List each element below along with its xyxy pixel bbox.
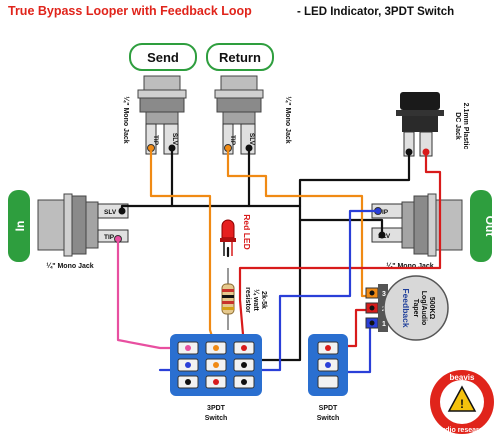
send-tip-label: TIP [152, 135, 159, 146]
send-jack: TIP SLV ¼" Mono Jack [122, 75, 187, 155]
threepdt-label-2: Switch [205, 415, 228, 422]
return-pill: Return [206, 43, 274, 71]
pot-lug-1: 1 [382, 321, 386, 328]
in-slv-label: SLV [104, 209, 117, 216]
resistor: 2k-5k ¼ watt resistor [221, 268, 267, 330]
wire-input-tip [116, 237, 188, 350]
resistor-label-2: ¼ watt [252, 289, 260, 311]
brand-seal: ! beavis audio research [430, 370, 494, 434]
send-jack-label: ¼" Mono Jack [122, 96, 130, 143]
out-label: Out [483, 216, 497, 237]
brand-warning-icon: ! [460, 397, 464, 411]
return-jack-label: ¼" Mono Jack [284, 96, 292, 143]
wire-ground-send [120, 146, 174, 213]
led: Red LED [220, 214, 252, 256]
out-jack: TIP SLV ¼" Mono Jack [371, 193, 463, 270]
diagram-title: True Bypass Looper with Feedback Loop [8, 4, 252, 18]
dc-jack: 2.1mm Plastic DC Jack [396, 92, 469, 157]
led-label: Red LED [242, 214, 252, 249]
in-label: In [13, 221, 27, 232]
send-slv-label: SLV [171, 133, 178, 146]
send-label: Send [147, 50, 179, 65]
out-tab: Out [470, 190, 497, 262]
in-tab: In [8, 190, 30, 262]
in-jack-label: ¼" Mono Jack [46, 262, 93, 270]
in-tip-label: TIP [104, 234, 115, 241]
wire-output-tip [242, 209, 380, 372]
return-label: Return [219, 50, 261, 65]
dc-jack-label-1: 2.1mm Plastic [462, 103, 469, 150]
resistor-label-3: resistor [244, 287, 251, 313]
brand-bottom: audio research [437, 427, 487, 434]
pot-label-3: Taper [412, 299, 419, 318]
return-tip-label: TIP [229, 135, 236, 146]
spdt-switch: SPDT Switch [308, 334, 348, 422]
spdt-label-1: SPDT [319, 405, 338, 412]
dc-jack-label-2: DC Jack [454, 112, 461, 140]
threepdt-switch: 3PDT Switch [170, 334, 262, 422]
brand-top: beavis [450, 373, 475, 382]
out-tip-label: TIP [378, 209, 389, 216]
wire-ground-dc [298, 150, 411, 208]
pot-label-1: 500KΩ [428, 297, 435, 320]
spdt-label-2: Switch [317, 415, 340, 422]
threepdt-label-1: 3PDT [207, 405, 226, 412]
potentiometer: 3 2 1 500KΩ Log/Audio Taper Feedback [365, 275, 449, 341]
out-jack-label: ¼" Mono Jack [386, 262, 433, 270]
wire-power [238, 150, 442, 348]
pot-lug-3: 3 [382, 291, 386, 298]
resistor-label-1: 2k-5k [260, 291, 267, 309]
wire-send-tip [149, 146, 217, 348]
return-jack: TIP SLV ¼" Mono Jack [214, 75, 292, 155]
send-pill: Send [129, 43, 197, 71]
diagram-subtitle: - LED Indicator, 3PDT Switch [297, 6, 454, 18]
in-jack: SLV TIP ¼" Mono Jack [37, 193, 129, 270]
pot-label-2: Log/Audio [420, 291, 427, 326]
pot-feedback-label: Feedback [401, 288, 411, 327]
wire-return-tip [226, 146, 376, 298]
return-slv-label: SLV [248, 133, 255, 146]
